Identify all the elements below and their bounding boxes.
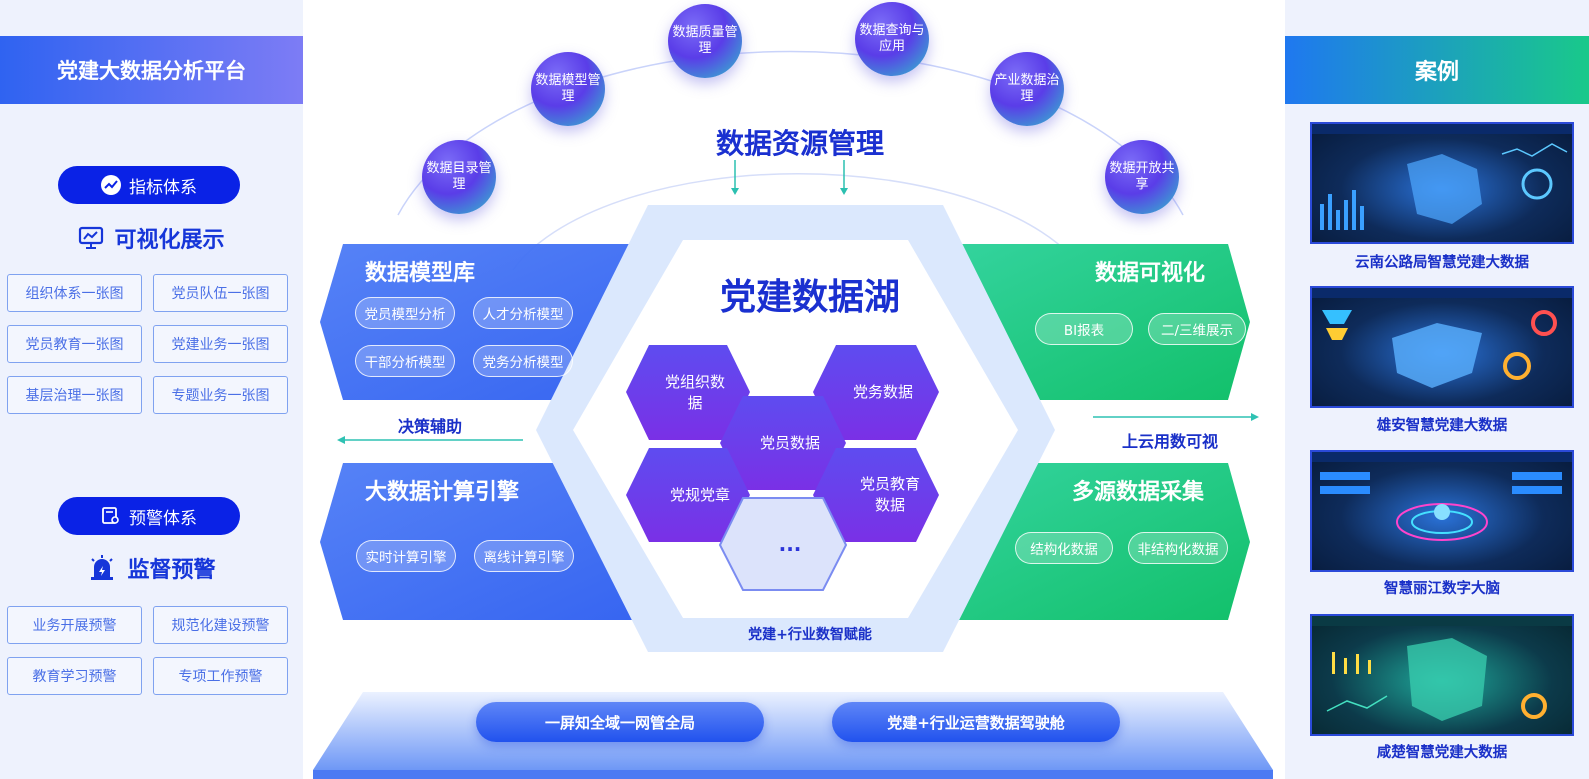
warning-system-button[interactable]: 预警体系: [58, 497, 240, 535]
left-panel-title: 党建大数据分析平台: [0, 36, 303, 104]
monitor-chart-icon: [79, 226, 104, 249]
circle-model[interactable]: 数据模型管理: [531, 52, 605, 126]
model-library-title: 数据模型库: [365, 261, 476, 286]
case-caption-lijiang: 智慧丽江数字大脑: [1384, 581, 1500, 597]
visual-display-title: 可视化展示: [114, 228, 225, 253]
circle-query[interactable]: 数据查询与应用: [855, 2, 929, 76]
chip-realtime-engine[interactable]: 实时计算引擎: [356, 540, 456, 572]
compute-engine-title: 大数据计算引擎: [365, 480, 520, 505]
chip-offline-engine[interactable]: 离线计算引擎: [474, 540, 574, 572]
index-system-button[interactable]: 指标体系: [58, 166, 240, 204]
document-search-icon: [102, 507, 119, 524]
tag-business-warning[interactable]: 业务开展预警: [7, 606, 142, 644]
chip-2d3d-display[interactable]: 二/三维展示: [1148, 313, 1246, 345]
chip-member-model[interactable]: 党员模型分析: [355, 297, 455, 329]
case-thumbnail-xiongan[interactable]: [1310, 286, 1574, 408]
chip-structured-data[interactable]: 结构化数据: [1015, 532, 1113, 564]
chip-affairs-model[interactable]: 党务分析模型: [473, 345, 573, 377]
chip-cadre-model[interactable]: 干部分析模型: [355, 345, 455, 377]
case-caption-yunnan: 云南公路局智慧党建大数据: [1355, 255, 1529, 271]
tag-party-business[interactable]: 党建业务一张图: [153, 325, 288, 363]
cases-title: 案例: [1285, 36, 1589, 104]
operation-cockpit-button[interactable]: 党建+行业运营数据驾驶舱: [832, 702, 1120, 742]
visual-display-heading: 可视化展示: [0, 222, 303, 254]
hex-member-education-data[interactable]: 党员教育数据: [860, 475, 921, 514]
empowerment-caption: 党建+行业数智赋能: [748, 627, 872, 643]
tag-special-warning[interactable]: 专项工作预警: [153, 657, 288, 695]
hex-more[interactable]: ...: [778, 531, 802, 556]
one-screen-button[interactable]: 一屏知全域一网管全局: [476, 702, 764, 742]
circle-open-share[interactable]: 数据开放共享: [1105, 140, 1179, 214]
hex-member-data[interactable]: 党员数据: [759, 433, 820, 452]
cloud-visual-label: 上云用数可视: [1122, 432, 1219, 451]
circle-governance[interactable]: 产业数据治理: [990, 52, 1064, 126]
decision-support-label: 决策辅助: [398, 417, 463, 436]
center-diagram-graphics: [313, 50, 1273, 779]
data-lake-title: 党建数据湖: [719, 277, 900, 318]
data-resource-title: 数据资源管理: [715, 127, 884, 160]
circle-catalog[interactable]: 数据目录管理: [422, 140, 496, 214]
case-thumbnail-lijiang[interactable]: [1310, 450, 1574, 572]
visualization-title: 数据可视化: [1095, 261, 1206, 286]
trend-icon: [101, 175, 121, 195]
tag-education-warning[interactable]: 教育学习预警: [7, 657, 142, 695]
alarm-icon: [91, 555, 114, 580]
chip-bi-report[interactable]: BI报表: [1035, 313, 1133, 345]
hex-party-affairs-data[interactable]: 党务数据: [852, 383, 913, 401]
hex-party-rules[interactable]: 党规党章: [670, 485, 731, 504]
hex-party-org-data[interactable]: 党组织数据: [664, 372, 725, 412]
supervision-heading: 监督预警: [0, 552, 303, 584]
supervision-title: 监督预警: [127, 558, 216, 583]
chip-unstructured-data[interactable]: 非结构化数据: [1128, 532, 1228, 564]
circle-quality[interactable]: 数据质量管理: [668, 4, 742, 78]
case-caption-xiongan: 雄安智慧党建大数据: [1376, 418, 1508, 434]
case-thumbnail-xianchu[interactable]: [1310, 614, 1574, 736]
case-thumbnail-yunnan[interactable]: [1310, 122, 1574, 244]
warning-system-label: 预警体系: [129, 508, 197, 529]
index-system-label: 指标体系: [129, 177, 197, 198]
tag-grassroots[interactable]: 基层治理一张图: [7, 376, 142, 414]
tag-member-education[interactable]: 党员教育一张图: [7, 325, 142, 363]
tag-member-team[interactable]: 党员队伍一张图: [153, 274, 288, 312]
tag-special-business[interactable]: 专题业务一张图: [153, 376, 288, 414]
multi-source-title: 多源数据采集: [1072, 480, 1205, 505]
tag-org-system[interactable]: 组织体系一张图: [7, 274, 142, 312]
tag-standard-warning[interactable]: 规范化建设预警: [153, 606, 288, 644]
case-caption-xianchu: 咸楚智慧党建大数据: [1376, 745, 1508, 761]
chip-talent-model[interactable]: 人才分析模型: [473, 297, 573, 329]
